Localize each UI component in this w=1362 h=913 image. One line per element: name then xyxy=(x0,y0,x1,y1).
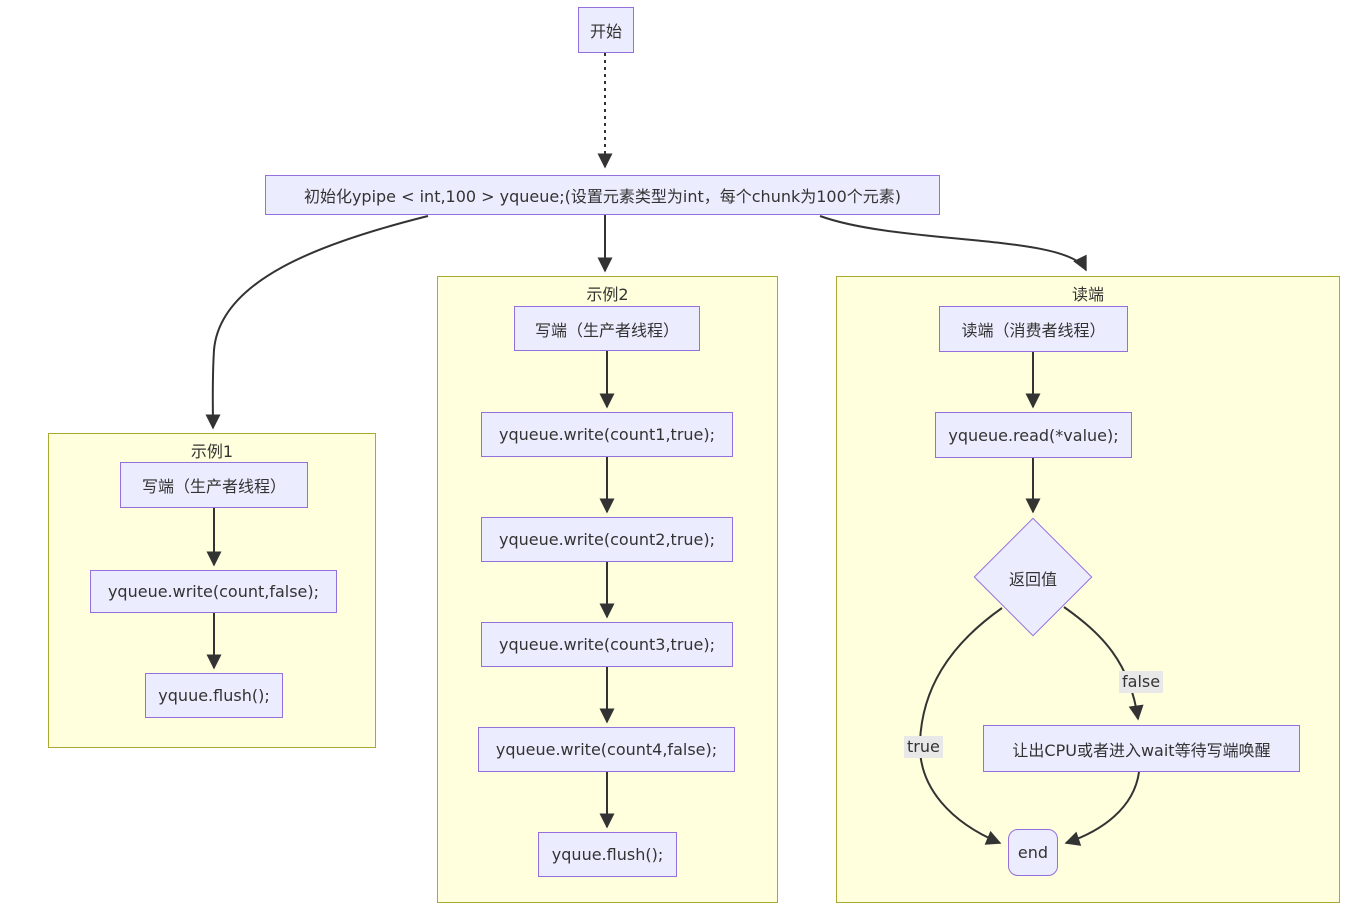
edge-label-false: false xyxy=(1119,671,1164,693)
node-reader-wait-label: 让出CPU或者进入wait等待写端唤醒 xyxy=(1012,740,1271,760)
node-start: 开始 xyxy=(578,7,634,53)
subgraph-example1-title: 示例1 xyxy=(190,442,234,461)
node-ex1-write: yqueue.write(count,false); xyxy=(90,570,337,613)
node-reader-read: yqueue.read(*value); xyxy=(935,412,1132,458)
subgraph-example2: 示例2 xyxy=(437,276,778,903)
subgraph-example2-title: 示例2 xyxy=(586,285,629,304)
node-ex1-write-label: yqueue.write(count,false); xyxy=(107,582,320,601)
edge-init-to-reader xyxy=(819,215,1087,272)
node-reader-wait: 让出CPU或者进入wait等待写端唤醒 xyxy=(983,725,1300,772)
edge-label-true: true xyxy=(904,736,943,758)
node-reader-consumer-label: 读端（消费者线程） xyxy=(961,321,1106,340)
node-ex1-producer: 写端（生产者线程） xyxy=(120,462,308,508)
node-ex2-write4: yqueue.write(count4,false); xyxy=(478,727,735,772)
node-ex2-write2-label: yqueue.write(count2,true); xyxy=(498,530,716,549)
node-start-label: 开始 xyxy=(589,22,622,41)
node-ex1-producer-label: 写端（生产者线程） xyxy=(141,477,286,496)
node-init: 初始化ypipe < int,100 > yqueue;(设置元素类型为int，… xyxy=(265,175,940,215)
subgraph-reader-title: 读端 xyxy=(1071,285,1104,304)
node-ex2-write3-label: yqueue.write(count3,true); xyxy=(498,635,716,654)
node-ex2-write2: yqueue.write(count2,true); xyxy=(481,517,733,562)
node-ex2-producer-label: 写端（生产者线程） xyxy=(534,320,679,340)
node-reader-end: end xyxy=(1008,829,1058,876)
node-ex2-write4-label: yqueue.write(count4,false); xyxy=(495,740,718,759)
node-ex2-write1-label: yqueue.write(count1,true); xyxy=(498,425,716,444)
node-ex2-flush: yquue.flush(); xyxy=(538,832,677,877)
node-reader-read-label: yqueue.read(*value); xyxy=(948,425,1119,445)
node-ex2-flush-label: yquue.flush(); xyxy=(551,845,664,864)
node-ex1-flush: yquue.flush(); xyxy=(145,673,283,718)
node-reader-consumer: 读端（消费者线程） xyxy=(939,306,1128,352)
node-ex2-producer: 写端（生产者线程） xyxy=(514,306,700,351)
node-ex1-flush-label: yquue.flush(); xyxy=(158,686,270,705)
node-reader-end-label: end xyxy=(1017,843,1049,862)
node-ex2-write1: yqueue.write(count1,true); xyxy=(481,412,733,457)
edge-init-to-example1 xyxy=(205,215,429,430)
decision-diamond-label: 返回值 xyxy=(1008,570,1057,589)
node-ex2-write3: yqueue.write(count3,true); xyxy=(481,622,733,667)
node-init-label: 初始化ypipe < int,100 > yqueue;(设置元素类型为int，… xyxy=(303,187,902,206)
